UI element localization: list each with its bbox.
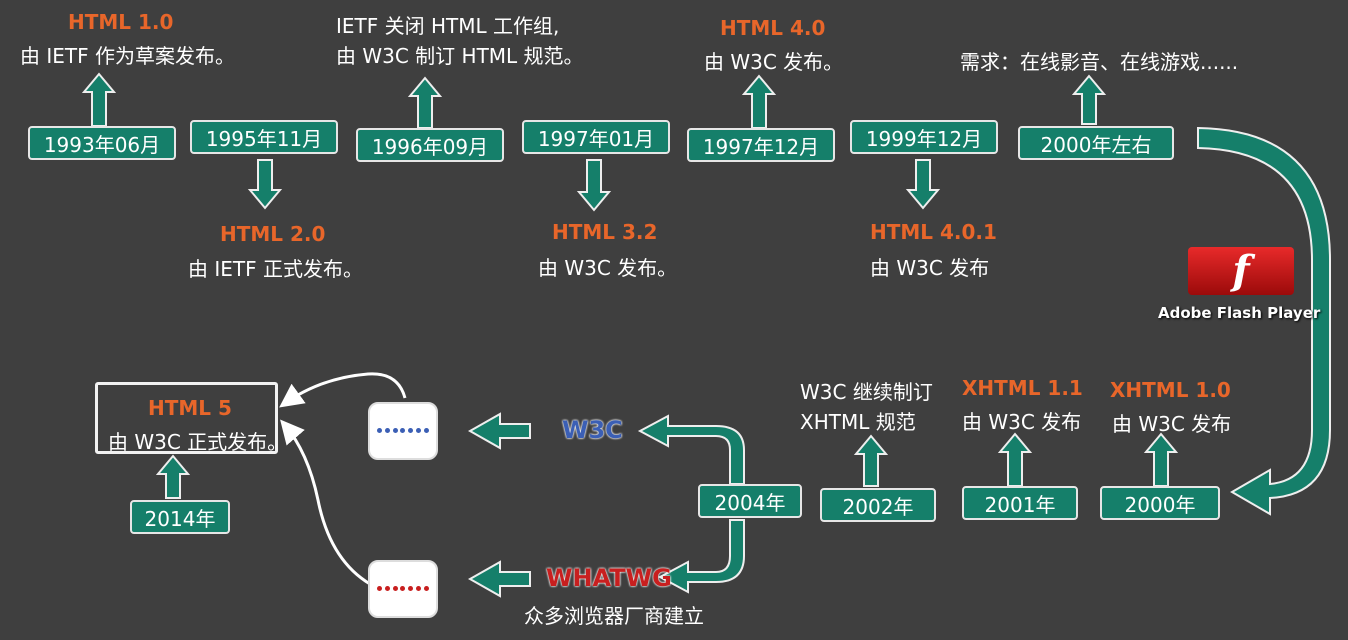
arrow-up-2000b (1143, 432, 1179, 487)
curve-arrow-right (1197, 126, 1331, 516)
arrow-up-2002 (853, 434, 889, 487)
desc-html-2-0: 由 IETF 正式发布。 (188, 257, 363, 281)
label-html5: HTML 5 (148, 396, 232, 420)
desc-2000-demand: 需求：在线影音、在线游戏...... (960, 50, 1239, 74)
arrow-down-1999 (905, 159, 941, 210)
arrow-up-2014 (155, 454, 191, 499)
arrow-up-1996 (407, 76, 443, 129)
label-html-3-2: HTML 3.2 (552, 220, 658, 244)
desc-html5: 由 W3C 正式发布。 (108, 430, 288, 454)
label-html-4-0-1: HTML 4.0.1 (870, 220, 997, 244)
browser-w3c (368, 402, 438, 460)
node-2000: 2000年 (1100, 486, 1220, 520)
desc-1996-line2: 由 W3C 制订 HTML 规范。 (336, 44, 584, 68)
browser-whatwg (368, 560, 438, 618)
flash-player-label: Adobe Flash Player (1158, 304, 1321, 322)
desc-2002-line1: W3C 继续制订 (800, 380, 933, 404)
node-2000-approx: 2000年左右 (1018, 126, 1174, 160)
arrow-left-whatwg (467, 560, 531, 598)
dots-blue (377, 428, 429, 434)
label-html-1-0: HTML 1.0 (68, 10, 174, 34)
node-2004: 2004年 (698, 484, 802, 518)
node-1997-01: 1997年01月 (522, 120, 670, 154)
curve-arrow-w3c (637, 414, 745, 485)
node-1999-12: 1999年12月 (850, 120, 998, 154)
label-html-2-0: HTML 2.0 (220, 222, 326, 246)
dots-red (377, 586, 429, 592)
node-2001: 2001年 (962, 486, 1078, 520)
node-1996-09: 1996年09月 (356, 128, 504, 162)
html5-box (95, 382, 278, 454)
desc-1996-line1: IETF 关闭 HTML 工作组, (336, 14, 560, 38)
desc-html-4-0-1: 由 W3C 发布 (870, 256, 990, 280)
node-2014: 2014年 (130, 500, 230, 534)
label-whatwg: WHATWG (546, 564, 672, 592)
arrow-up-1997-12 (741, 74, 777, 129)
label-w3c: W3C (562, 416, 623, 444)
line-browser2-to-html5 (280, 419, 371, 586)
label-xhtml-1-1: XHTML 1.1 (962, 376, 1083, 400)
desc-html-4-0: 由 W3C 发布。 (704, 50, 844, 74)
node-1993-06: 1993年06月 (28, 126, 176, 160)
desc-2002-line2: XHTML 规范 (800, 410, 916, 434)
desc-whatwg: 众多浏览器厂商建立 (524, 604, 704, 628)
node-1997-12: 1997年12月 (687, 128, 835, 162)
desc-html-3-2: 由 W3C 发布。 (538, 256, 678, 280)
label-html-4-0: HTML 4.0 (720, 16, 826, 40)
node-1995-11: 1995年11月 (190, 120, 338, 154)
arrow-left-w3c (467, 412, 531, 450)
label-xhtml-1-0: XHTML 1.0 (1110, 378, 1231, 402)
arrow-up-1993 (81, 72, 117, 127)
node-2002: 2002年 (820, 488, 936, 522)
desc-xhtml-1-0: 由 W3C 发布 (1112, 412, 1232, 436)
arrow-down-1997-01 (576, 159, 612, 212)
desc-xhtml-1-1: 由 W3C 发布 (962, 410, 1082, 434)
arrow-up-2001 (997, 432, 1033, 487)
arrow-up-2000 (1071, 74, 1107, 125)
line-browser1-to-html5 (279, 372, 407, 408)
flash-player-icon: f (1188, 247, 1294, 295)
curve-arrow-whatwg (657, 519, 745, 594)
arrow-down-1995 (247, 159, 283, 210)
desc-html-1-0: 由 IETF 作为草案发布。 (20, 44, 235, 68)
